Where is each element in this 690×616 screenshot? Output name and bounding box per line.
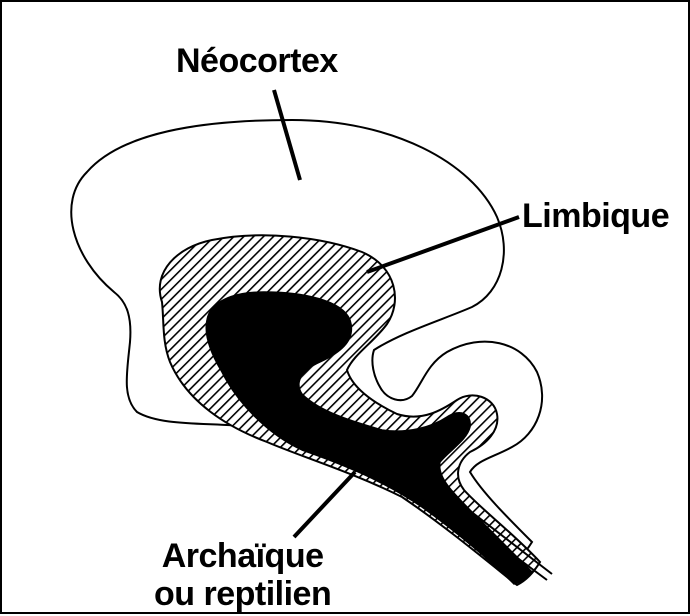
limbique-label: Limbique xyxy=(522,197,669,235)
archaique-label: Archaïque ou reptilien xyxy=(154,537,331,613)
archaique-label-line2: ou reptilien xyxy=(154,575,331,613)
neocortex-label: Néocortex xyxy=(176,42,338,80)
archaique-leader-line xyxy=(294,472,355,537)
archaique-label-line1: Archaïque xyxy=(154,537,331,575)
